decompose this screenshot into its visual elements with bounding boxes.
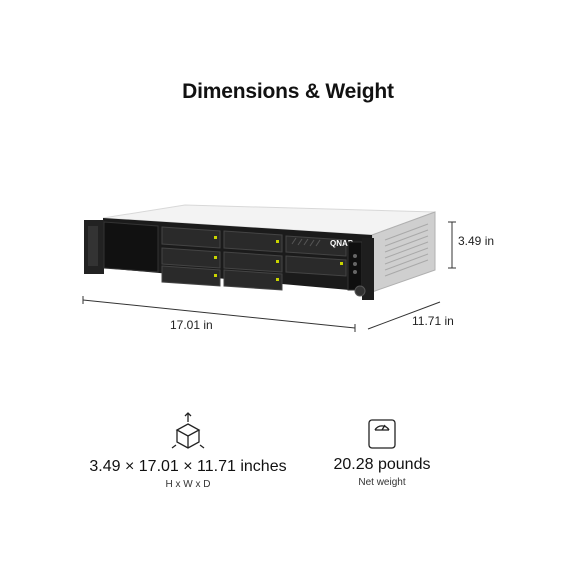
depth-label: 11.71 in: [412, 314, 454, 328]
weight-value: 20.28 pounds: [333, 456, 431, 473]
drive-bay: [161, 265, 221, 287]
rack-ear-right: [362, 238, 374, 300]
scale-icon: [368, 419, 396, 449]
dimensions-sub: H x W x D: [165, 479, 211, 490]
weight-stat: 20.28 pounds Net weight: [282, 418, 482, 488]
page-title: Dimensions & Weight: [182, 80, 394, 103]
dimensions-value: 3.49 × 17.01 × 11.71 inches: [89, 458, 287, 475]
box-dimensions-icon: [171, 412, 205, 449]
height-label: 3.49 in: [458, 234, 495, 248]
weight-sub: Net weight: [358, 477, 406, 488]
drive-bay: [223, 251, 283, 273]
drive-bay: [161, 226, 221, 249]
side-vents: [384, 223, 429, 277]
dimensions-stat: 3.49 × 17.01 × 11.71 inches H x W x D: [88, 412, 288, 490]
width-dimension-line: [82, 299, 356, 329]
drive-leds: [214, 236, 343, 281]
drive-bay: [285, 255, 347, 277]
drive-bay: [223, 269, 283, 291]
drive-bay: [161, 247, 221, 269]
drive-bay: [223, 230, 283, 253]
depth-dimension-line: [367, 301, 441, 330]
front-grille: [291, 237, 321, 247]
brand-logo: QNAP: [330, 239, 354, 248]
width-label: 17.01 in: [170, 318, 213, 332]
